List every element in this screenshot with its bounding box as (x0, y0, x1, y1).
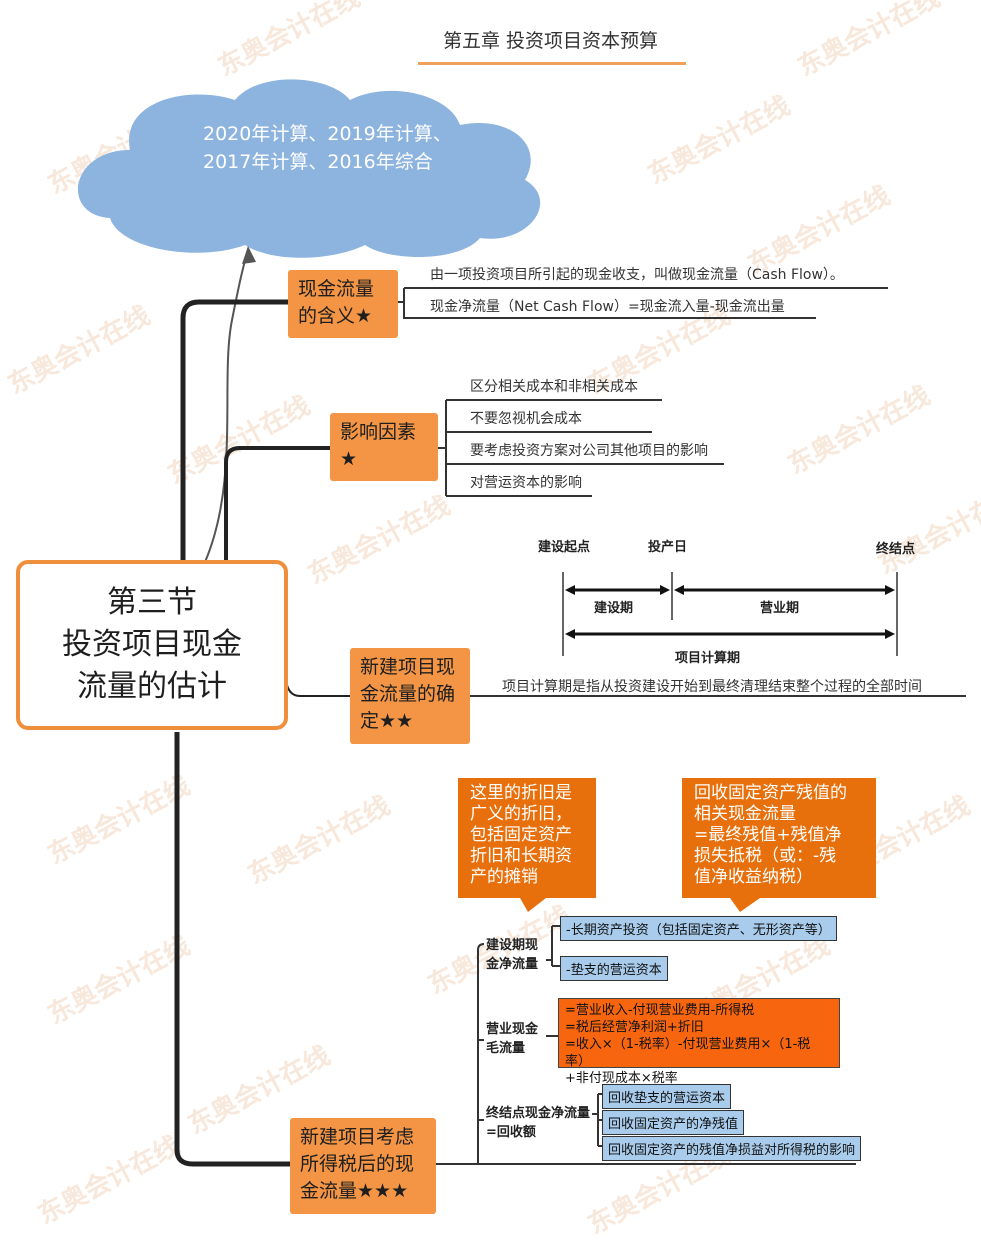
factors-bracket (438, 399, 724, 497)
meaning-item: 现金净流量（Net Cash Flow）=现金流入量-现金流出量 (430, 299, 785, 315)
note-salvage-value: 回收固定资产残值的 相关现金流量 =最终残值+残值净 损失抵税（或：-残 值净收… (682, 778, 876, 898)
timeline-operation-label: 营业期 (760, 601, 800, 616)
new-project-definition: 项目计算期是指从投资建设开始到最终清理结束整个过程的全部时间 (502, 679, 922, 695)
terminal-item: 回收固定资产的净残值 (602, 1110, 745, 1135)
factor-item: 要考虑投资方案对公司其他项目的影响 (470, 443, 708, 459)
construction-bracket (546, 925, 560, 967)
trunk-new (285, 679, 350, 697)
cloud-arrow (204, 249, 249, 563)
cloud-note: 2020年计算、2019年计算、2017年计算、2016年综合 (203, 123, 452, 173)
construction-period-label: 建设期现 金净流量 (486, 938, 539, 972)
factor-item: 区分相关成本和非相关成本 (470, 379, 638, 395)
topic-cash-flow-meaning: 现金流量的含义★ (288, 270, 398, 338)
page-title: 第五章 投资项目资本预算 (442, 30, 659, 52)
note-left-pointer (520, 898, 546, 912)
operating-formula-box: =营业收入-付现营业费用-所得税 =税后经营净利润+折旧 =收入×（1-税率）-… (558, 998, 840, 1086)
main-trunk (180, 299, 288, 562)
note-right-pointer (730, 898, 760, 912)
title-underline (418, 62, 686, 65)
timeline-construction-label: 建设期 (594, 601, 634, 616)
meaning-bracket (398, 287, 888, 319)
topic-new-project-cash-flow: 新建项目现金流量的确定★★ (350, 648, 470, 744)
topic-after-tax-cash-flow: 新建项目考虑所得税后的现金流量★★★ (290, 1118, 436, 1214)
factor-item: 不要忽视机会成本 (470, 411, 582, 427)
construction-item: -垫支的营运资本 (560, 956, 668, 981)
after-tax-bracket (477, 943, 485, 1164)
terminal-item: 回收垫支的营运资本 (602, 1084, 732, 1109)
cloud-arrowhead (242, 246, 256, 264)
terminal-bracket (592, 1093, 602, 1147)
central-topic: 第三节 投资项目现金 流量的估计 (16, 560, 288, 730)
trunk-lower (174, 732, 290, 1167)
cloud-shape (77, 79, 541, 258)
operating-label: 营业现金 毛流量 (486, 1022, 539, 1056)
timeline-production-label: 投产日 (648, 540, 688, 555)
terminal-item: 回收固定资产的残值净损益对所得税的影响 (602, 1136, 862, 1161)
timeline-total-label: 项目计算期 (675, 651, 741, 666)
trunk-factors (224, 446, 330, 562)
timeline-graphic (562, 572, 898, 656)
timeline-end-label: 终结点 (876, 542, 916, 557)
factor-item: 对营运资本的影响 (470, 475, 582, 491)
terminal-label: 终结点现金净流量 =回收额 (486, 1106, 591, 1140)
construction-item: -长期资产投资（包括固定资产、无形资产等） (560, 916, 837, 941)
timeline-start-label: 建设起点 (538, 540, 591, 555)
note-depreciation: 这里的折旧是 广义的折旧， 包括固定资产 折旧和长期资 产的摊销 (458, 778, 596, 898)
meaning-item: 由一项投资项目所引起的现金收支，叫做现金流量（Cash Flow）。 (430, 267, 844, 283)
topic-influencing-factors: 影响因素★ (330, 413, 438, 481)
